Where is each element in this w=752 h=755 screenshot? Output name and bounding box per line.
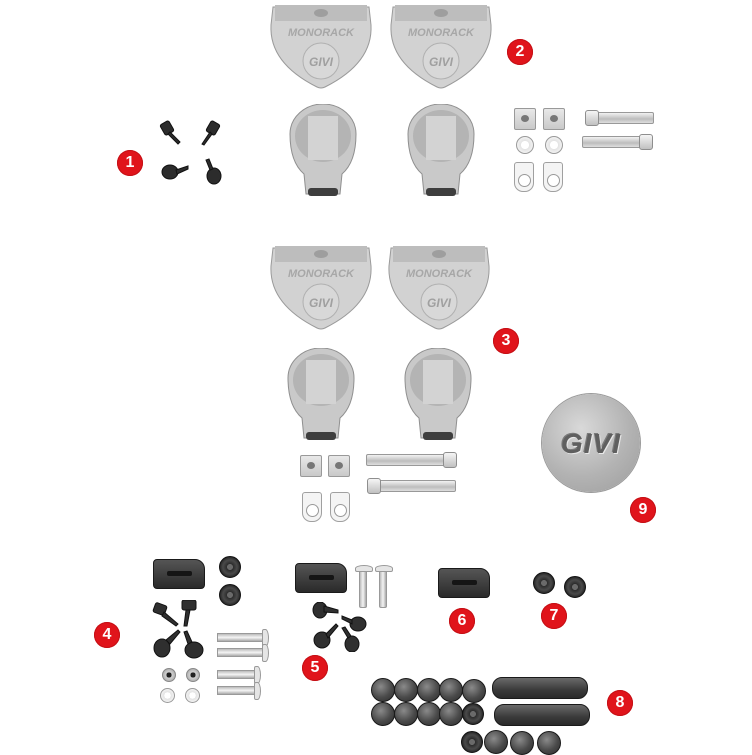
knob-screws-group-1	[158, 118, 228, 188]
cover-plate-icon: MONORACK GIVI	[390, 5, 492, 89]
round-pad-hole-icon	[462, 703, 484, 725]
givi-logo-text: GIVI	[560, 428, 621, 459]
round-pad-icon	[417, 702, 441, 726]
rubber-bar-icon	[492, 677, 588, 699]
svg-text:GIVI: GIVI	[427, 296, 452, 310]
lock-nut-icon	[186, 668, 200, 682]
round-pad-icon	[394, 702, 418, 726]
mount-cup-icon	[407, 104, 475, 196]
round-pad-icon	[371, 702, 395, 726]
round-pad-icon	[510, 731, 534, 755]
knob-screw-icon	[152, 600, 204, 659]
rubber-block-icon	[153, 559, 205, 589]
cover-plate-icon: MONORACK GIVI	[388, 246, 490, 330]
lug-icon	[514, 162, 534, 192]
countersunk-screw-icon	[355, 565, 373, 608]
grommet-icon	[219, 556, 241, 578]
givi-logo-disc: GIVI	[542, 394, 640, 492]
callout-badge-9: 9	[630, 497, 656, 523]
callout-badge-4: 4	[94, 622, 120, 648]
mount-cup-icon	[287, 348, 355, 440]
rubber-bar-icon	[494, 704, 590, 726]
countersunk-screw-icon	[217, 666, 261, 684]
washer-icon	[545, 136, 563, 154]
callout-badge-8: 8	[607, 690, 633, 716]
round-pad-icon	[371, 678, 395, 702]
svg-text:MONORACK: MONORACK	[288, 268, 355, 280]
round-pad-icon	[417, 678, 441, 702]
countersunk-screw-icon	[217, 682, 261, 700]
cover-plate-icon: MONORACK GIVI	[270, 5, 372, 89]
countersunk-screw-icon	[217, 629, 269, 647]
mount-cup-icon	[404, 348, 472, 440]
lug-icon	[543, 162, 563, 192]
countersunk-screw-icon	[375, 565, 393, 608]
mount-cup-icon	[289, 104, 357, 196]
socket-bolt-icon	[585, 110, 654, 126]
lug-icon	[330, 492, 350, 522]
grommet-icon	[564, 576, 586, 598]
round-pad-icon	[484, 730, 508, 754]
knob-screw-icon	[159, 120, 222, 185]
cage-nut-icon	[328, 455, 350, 477]
washer-icon	[185, 688, 200, 703]
cover-plate-icon: MONORACK GIVI	[270, 246, 372, 330]
socket-bolt-icon	[366, 452, 457, 468]
grommet-icon	[219, 584, 241, 606]
callout-badge-6: 6	[449, 608, 475, 634]
round-pad-icon	[439, 702, 463, 726]
socket-bolt-icon	[582, 134, 653, 150]
svg-text:GIVI: GIVI	[309, 296, 334, 310]
cage-nut-icon	[300, 455, 322, 477]
washer-icon	[516, 136, 534, 154]
callout-badge-1: 1	[117, 150, 143, 176]
callout-badge-3: 3	[493, 328, 519, 354]
washer-icon	[160, 688, 175, 703]
svg-text:MONORACK: MONORACK	[408, 27, 475, 39]
svg-text:GIVI: GIVI	[429, 55, 454, 69]
countersunk-screw-icon	[217, 644, 269, 662]
svg-text:GIVI: GIVI	[309, 55, 334, 69]
rubber-block-icon	[295, 563, 347, 593]
round-pad-icon	[439, 678, 463, 702]
lug-icon	[302, 492, 322, 522]
callout-badge-2: 2	[507, 39, 533, 65]
lock-nut-icon	[162, 668, 176, 682]
round-pads-grid	[371, 678, 491, 752]
knob-screw-icon	[312, 602, 367, 652]
cage-nut-icon	[514, 108, 536, 130]
svg-text:MONORACK: MONORACK	[288, 27, 355, 39]
round-pad-icon	[462, 679, 486, 703]
svg-text:MONORACK: MONORACK	[406, 268, 473, 280]
callout-badge-7: 7	[541, 603, 567, 629]
socket-bolt-icon	[367, 478, 456, 494]
round-pad-icon	[394, 678, 418, 702]
grommet-icon	[533, 572, 555, 594]
cage-nut-icon	[543, 108, 565, 130]
round-pad-icon	[537, 731, 561, 755]
round-pad-hole-icon	[461, 731, 483, 753]
callout-badge-5: 5	[302, 655, 328, 681]
rubber-block-icon	[438, 568, 490, 598]
